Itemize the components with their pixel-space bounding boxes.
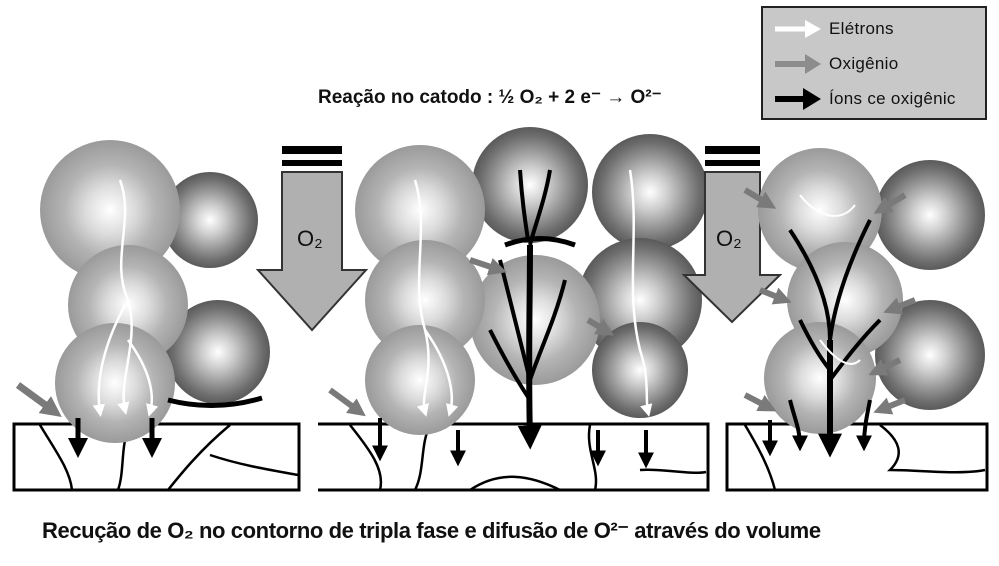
particle-cluster-left [40, 140, 270, 443]
oxygen-arrows-right [743, 187, 917, 415]
electrolyte-grain-boundaries [38, 424, 986, 492]
o2-gas-arrow-1: O₂ [255, 146, 369, 332]
oxygen-arrows-middle [328, 257, 615, 417]
white-arrow-icon [775, 20, 821, 38]
particle-cluster-right [758, 148, 985, 434]
electron-paths-right [799, 194, 861, 365]
electrolyte-block-middle [318, 422, 710, 492]
black-arrow-icon [775, 88, 821, 110]
oxygen-arrow-left [15, 382, 62, 417]
legend-item-oxygen-ions: Íons ce oxigênic [771, 86, 956, 112]
cathode-reaction-equation: Reação no catodo : ½ O₂ + 2 e⁻ → O²⁻ [318, 87, 662, 108]
legend-label-oxygen: Oxigênio [829, 54, 899, 73]
electrolyte-block-right [725, 422, 989, 492]
figure-caption: Recução de O₂ no contorno de tripla fase… [42, 518, 821, 543]
legend-item-oxygen: Oxigênio [771, 51, 899, 77]
o2-label-1: O₂ [297, 226, 323, 251]
electron-paths-middle [413, 169, 653, 417]
legend-item-electrons: Elétrons [771, 16, 894, 42]
legend-label-electrons: Elétrons [829, 19, 894, 38]
electrolyte-block-left [12, 422, 301, 492]
electron-paths-left [92, 179, 159, 417]
o2-label-2: O₂ [716, 226, 742, 251]
legend: Elétrons Oxigênio Íons ce oxigênic [761, 6, 987, 120]
legend-label-oxygen-ions: Íons ce oxigênic [829, 89, 956, 108]
o2-gas-arrow-2: O₂ [681, 146, 783, 324]
electrolyte-blocks [12, 422, 989, 492]
ion-arrows-left [68, 418, 162, 458]
gray-arrow-icon [775, 54, 821, 74]
